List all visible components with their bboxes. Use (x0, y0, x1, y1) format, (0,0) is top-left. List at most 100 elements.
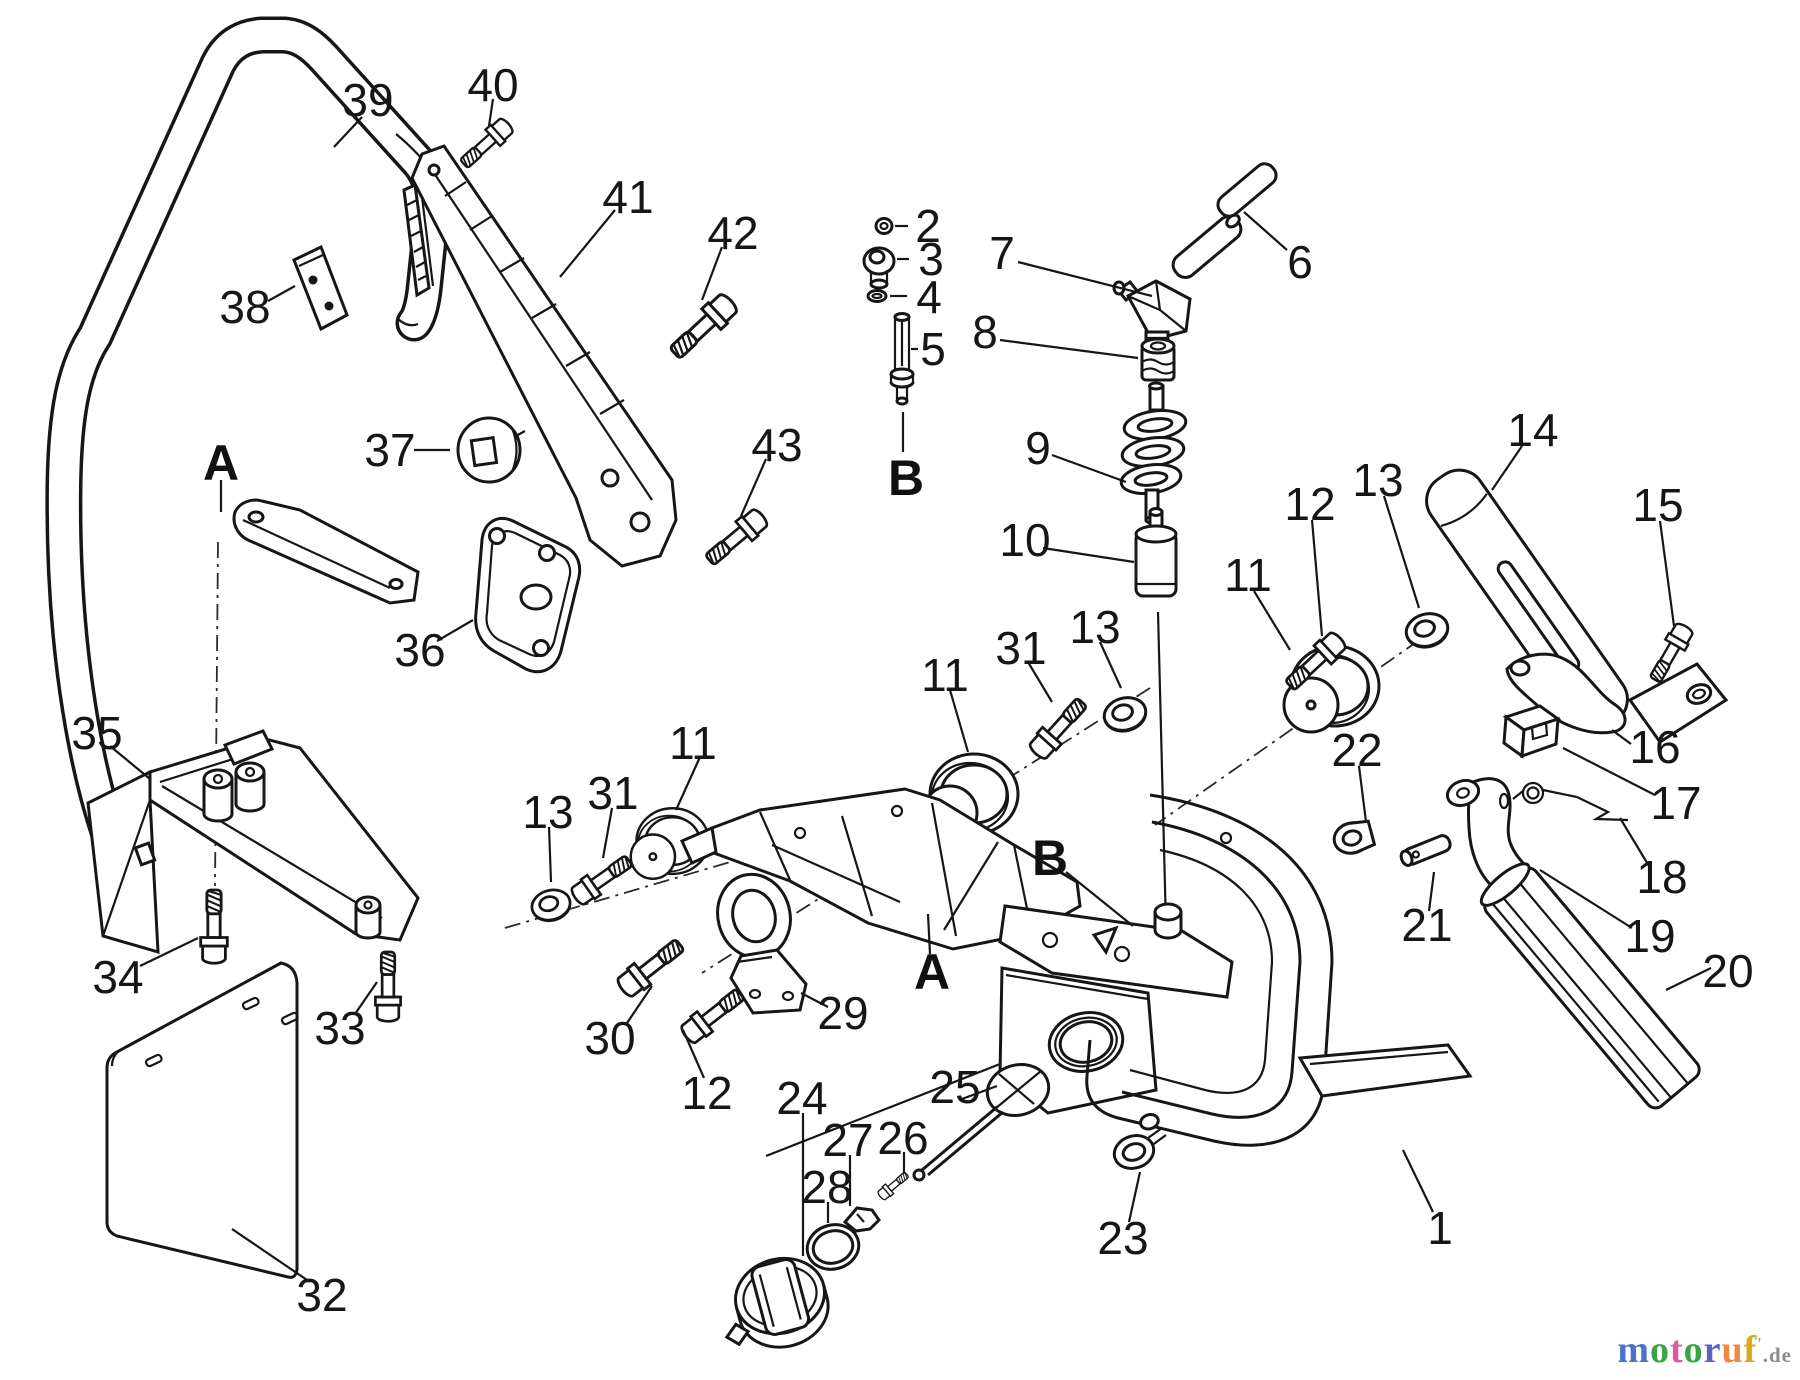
part-24-fuel-cap (724, 1256, 830, 1349)
callout-13-left: 13 (522, 786, 573, 838)
grip-molding-strip (402, 182, 435, 298)
callout-28: 28 (801, 1161, 852, 1213)
watermark-letter: o (1649, 1329, 1670, 1371)
part-37-grommet (456, 416, 526, 484)
part-20-handle-cushion (1479, 862, 1701, 1110)
callout-43: 43 (751, 419, 802, 471)
part-38-handle-spacer (292, 244, 349, 332)
filler-opening (1047, 1011, 1125, 1073)
part-26-screw (875, 1168, 912, 1203)
watermark-letter: f (1743, 1329, 1758, 1371)
part-10-fuel-filter (1134, 507, 1178, 598)
leader-lines (109, 98, 1712, 1283)
callout-11-right: 11 (1224, 549, 1272, 601)
callout-14: 14 (1507, 404, 1558, 456)
callout-17: 17 (1650, 777, 1701, 829)
watermark-letter: m (1617, 1329, 1650, 1371)
callout-31-left: 31 (587, 767, 638, 819)
callout-9: 9 (1025, 422, 1051, 474)
part-32-guard-plate (105, 961, 299, 1279)
handle-mount-bracket-a (232, 498, 420, 605)
callout-labels: 39 40 38 41 42 37 36 43 2 3 4 5 B 7 6 8 … (71, 59, 1753, 1321)
callout-37: 37 (364, 424, 415, 476)
part-18-spring (1512, 781, 1629, 822)
part-8-bushing (1140, 337, 1176, 382)
callout-6: 6 (1287, 236, 1313, 288)
callout-18: 18 (1636, 851, 1687, 903)
part-27-retainer-clip (842, 1206, 881, 1233)
callout-a-upper: A (203, 435, 239, 491)
part-22-plug (1332, 819, 1377, 855)
callout-16: 16 (1629, 721, 1680, 773)
grip-end-cap (397, 318, 419, 327)
part-35-bottom-bracket (86, 729, 420, 955)
callout-31-mid: 31 (995, 622, 1046, 674)
watermark-letter: t (1669, 1329, 1684, 1371)
callout-29: 29 (817, 987, 868, 1039)
callout-41: 41 (602, 171, 653, 223)
part-29-bracket-arm (716, 872, 808, 1015)
part-25-cap-tool (912, 1063, 1051, 1182)
callout-34: 34 (92, 951, 143, 1003)
callout-36: 36 (394, 624, 445, 676)
part-1-tank-housing (998, 793, 1473, 1147)
callout-5: 5 (920, 323, 946, 375)
watermark-letter: o (1683, 1329, 1704, 1371)
callout-4: 4 (916, 271, 942, 323)
line-filter-to-tank (1156, 611, 1168, 927)
part-9-pickup-coil (1119, 381, 1188, 525)
callout-8: 8 (972, 306, 998, 358)
watermark-letter: r (1703, 1329, 1722, 1371)
callout-12-bottom: 12 (681, 1067, 732, 1119)
part-34-screw (199, 888, 229, 965)
part-36-cover-plate (474, 516, 582, 674)
part-40-screw (455, 114, 517, 174)
callout-21: 21 (1401, 899, 1452, 951)
callout-3: 3 (918, 233, 944, 285)
callout-13-right: 13 (1352, 454, 1403, 506)
callout-b-lower: B (1032, 830, 1068, 886)
bracket-plate-a (680, 787, 1082, 951)
watermark-letter: u (1721, 1329, 1744, 1371)
callout-33: 33 (314, 1002, 365, 1054)
callout-b-upper: B (888, 450, 924, 506)
callout-22: 22 (1331, 724, 1382, 776)
callout-20: 20 (1702, 945, 1753, 997)
callout-12-right: 12 (1284, 478, 1335, 530)
part-42-screw (663, 289, 743, 366)
callout-35: 35 (71, 707, 122, 759)
part-31-screw-mid (1025, 692, 1093, 764)
part-17-latch-block (1502, 704, 1562, 759)
part-28-cap-oring (805, 1223, 861, 1271)
axis-right-dampers (1154, 621, 1446, 826)
part-6-fuel-line (1171, 162, 1278, 279)
part-12-screw-bottom (676, 982, 750, 1048)
callout-23: 23 (1097, 1212, 1148, 1264)
part-14-rear-handle (1425, 468, 1729, 745)
part-3-grommet (862, 246, 896, 290)
part-43-screw (699, 504, 772, 572)
part-13-washer-mid (1099, 691, 1152, 738)
callout-13-mid: 13 (1069, 601, 1120, 653)
callout-1: 1 (1427, 1202, 1453, 1254)
callout-26: 26 (877, 1112, 928, 1164)
watermark-suffix: .de (1762, 1343, 1792, 1367)
callout-40: 40 (467, 59, 518, 111)
callout-2: 2 (915, 200, 941, 252)
part-21-pin (1399, 834, 1452, 867)
callout-25: 25 (929, 1061, 980, 1113)
callout-32: 32 (296, 1269, 347, 1321)
part-16-lockout-lever (1505, 652, 1627, 735)
part-33-screw (374, 950, 402, 1023)
callout-10: 10 (999, 514, 1050, 566)
callout-11-mid: 11 (921, 649, 969, 701)
watermark-logo: motoruf'.de (1617, 1328, 1792, 1372)
part-41-handle-molding (410, 144, 678, 568)
watermark-mark: ' (1757, 1335, 1763, 1353)
part-5-pipe (889, 312, 915, 406)
callout-15: 15 (1632, 479, 1683, 531)
part-2-ring (874, 217, 894, 235)
callout-38: 38 (219, 281, 270, 333)
callout-11-left: 11 (669, 717, 717, 769)
